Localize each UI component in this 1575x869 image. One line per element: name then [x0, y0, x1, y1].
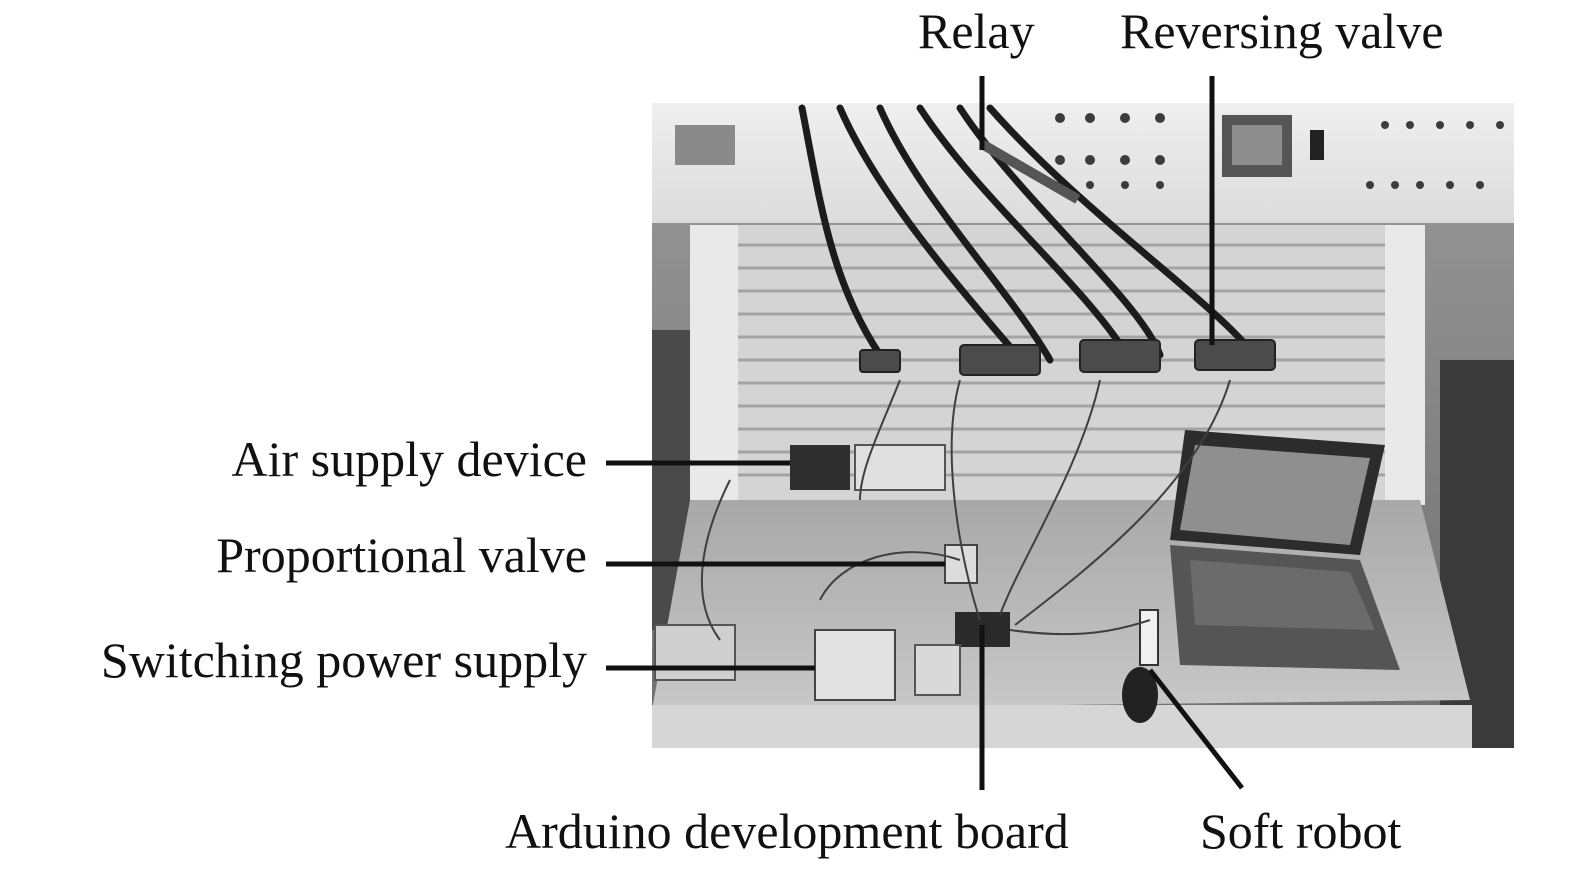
table-edge	[652, 705, 1472, 748]
reversing-valves	[859, 339, 1276, 376]
leader-lines	[606, 76, 1244, 790]
left-post	[690, 225, 738, 515]
panel-gauge	[675, 125, 735, 165]
soft-robot-unit	[1139, 609, 1159, 666]
right-post	[1385, 225, 1425, 505]
label-air-supply-device: Air supply device	[231, 431, 587, 487]
air-supply-unit	[790, 445, 850, 490]
control-panel	[652, 103, 1514, 223]
signal-wires	[700, 379, 1231, 641]
label-soft-robot: Soft robot	[1200, 803, 1402, 859]
label-reversing-valve: Reversing valve	[1120, 3, 1444, 59]
soft-robot-leader	[1148, 668, 1244, 790]
label-arduino-board: Arduino development board	[505, 803, 1069, 859]
label-proportional-valve: Proportional valve	[216, 527, 587, 583]
power-supply-unit	[814, 629, 896, 701]
proportional-valve-unit	[944, 544, 978, 584]
label-relay: Relay	[918, 3, 1035, 59]
panel-sockets	[1055, 113, 1504, 189]
label-switching-power-supply: Switching power supply	[100, 632, 587, 688]
